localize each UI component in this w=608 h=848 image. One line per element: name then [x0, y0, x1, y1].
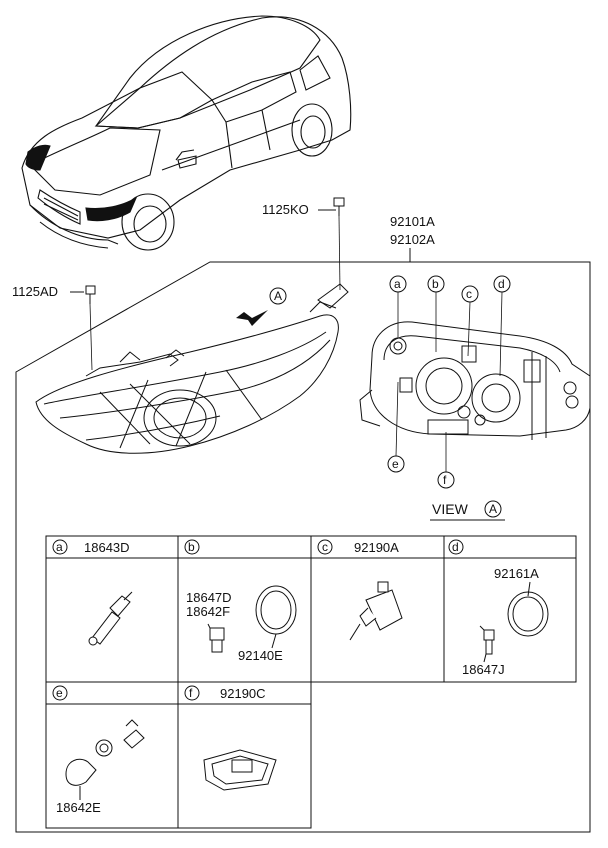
view-caption-letter: A: [489, 502, 497, 516]
ballast-92190C-icon: [203, 749, 277, 791]
cell-a: a 18643D: [52, 539, 133, 646]
cell-d-part-18647J: 18647J: [462, 662, 505, 677]
seal-ring-92161A-icon: [507, 581, 549, 637]
callout-leaders: [395, 291, 503, 472]
headlamp-assembly: [35, 283, 349, 454]
assembly-frame: [15, 261, 591, 833]
callout-f-letter: f: [443, 473, 447, 487]
cell-e-part-18642E: 18642E: [56, 800, 101, 815]
part-label-1125AD: 1125AD: [12, 284, 58, 299]
bulb-18647J-icon: [479, 625, 495, 663]
callout-a-letter: a: [394, 277, 401, 291]
cell-e-letter: e: [56, 686, 63, 700]
cell-d-letter: d: [452, 540, 459, 554]
cell-e: e 18642E: [52, 685, 145, 815]
cell-c-part: 92190A: [354, 540, 399, 555]
cell-b-part-92140E: 92140E: [238, 648, 283, 663]
part-label-1125KO: 1125KO: [262, 202, 309, 217]
car-illustration: [21, 15, 352, 251]
bulb-18643D-icon: [88, 591, 133, 646]
cell-a-part: 18643D: [84, 540, 130, 555]
part-label-92102A: 92102A: [390, 232, 435, 247]
callout-e: e: [387, 455, 405, 473]
seal-ring-92140E-icon: [255, 585, 297, 649]
cell-c: c 92190A: [317, 539, 403, 641]
headlamp-rear-view: [359, 321, 591, 440]
cell-a-letter: a: [56, 540, 63, 554]
callout-d: d: [493, 275, 511, 293]
cell-b-letter: b: [188, 540, 195, 554]
actuator-92190A-icon: [349, 581, 403, 641]
view-caption-text: VIEW: [432, 501, 469, 517]
view-a-marker: A: [236, 287, 287, 326]
callout-c: c: [461, 285, 479, 303]
callout-d-letter: d: [498, 277, 505, 291]
cell-f-part: 92190C: [220, 686, 266, 701]
callout-b-letter: b: [432, 277, 439, 291]
view-caption: VIEW A: [430, 500, 505, 521]
cell-b-part-18647D: 18647D: [186, 590, 232, 605]
bulb-18647D-icon: [207, 623, 225, 653]
view-arrow-icon: [236, 310, 268, 326]
callout-e-letter: e: [392, 457, 399, 471]
parts-table: [45, 535, 577, 829]
callout-b: b: [427, 275, 445, 293]
cell-c-letter: c: [322, 540, 328, 554]
screw-1125KO: [333, 197, 345, 291]
part-label-92101A: 92101A: [390, 214, 435, 229]
cell-b: b 18647D 18642F 92140E: [184, 539, 297, 663]
cell-f-letter: f: [189, 686, 193, 700]
callout-f: f: [437, 471, 455, 489]
bulb-18642E-icon: [65, 719, 145, 800]
screw-1125AD: [85, 285, 96, 371]
cell-d: d 92161A 18647J: [448, 539, 549, 677]
cell-d-part-92161A: 92161A: [494, 566, 539, 581]
callout-a: a: [389, 275, 407, 293]
cell-f: f 92190C: [184, 685, 277, 791]
callout-c-letter: c: [466, 287, 472, 301]
view-a-marker-letter: A: [274, 289, 282, 303]
cell-b-part-18642F: 18642F: [186, 604, 230, 619]
